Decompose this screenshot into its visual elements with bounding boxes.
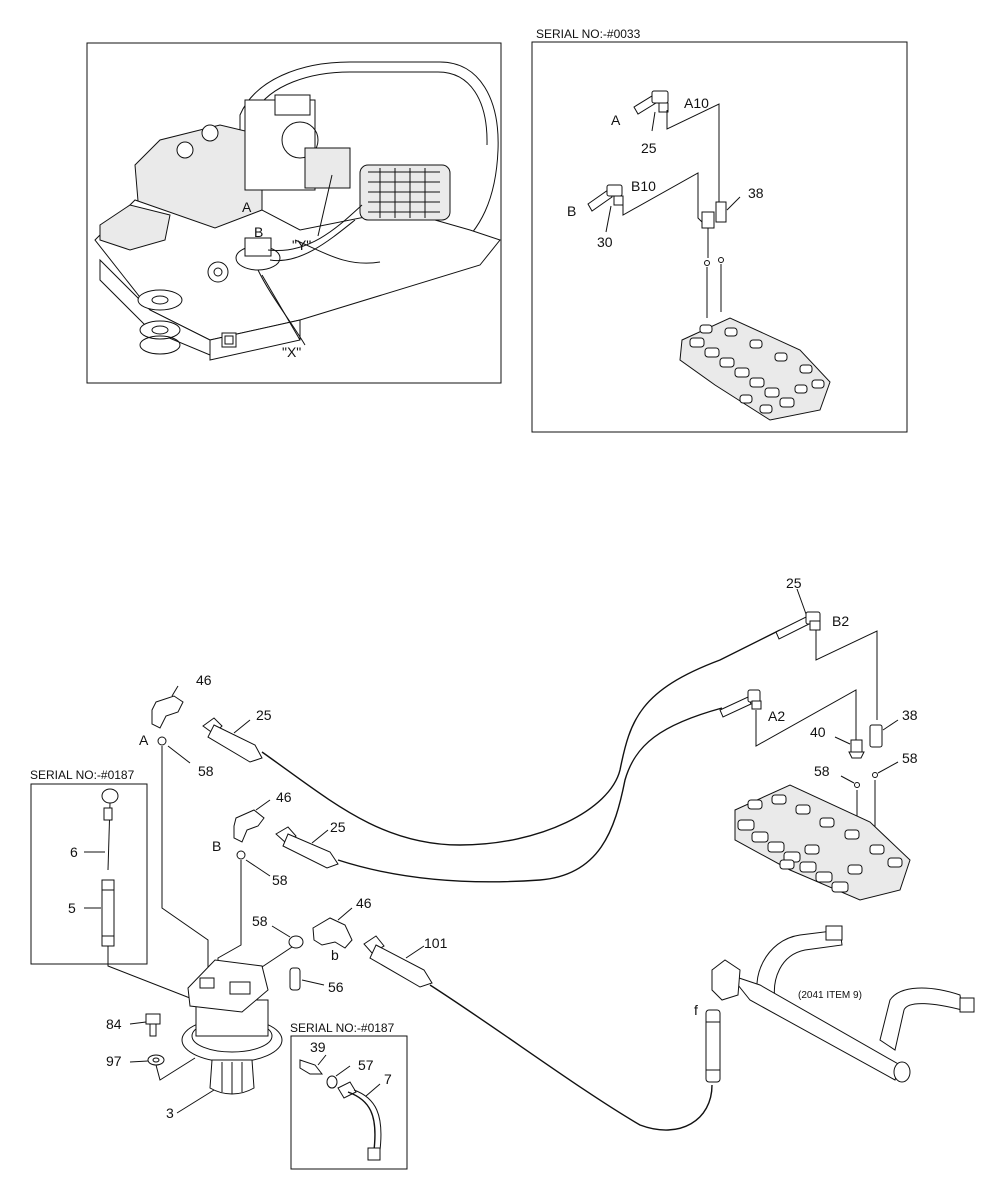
- overview-label-x: "X": [282, 344, 301, 360]
- label-6: 6: [70, 844, 78, 860]
- label-58-a: 58: [198, 763, 214, 779]
- label-7: 7: [384, 1071, 392, 1087]
- label-57: 57: [358, 1057, 374, 1073]
- label-97: 97: [106, 1053, 122, 1069]
- label-b2: B2: [832, 613, 849, 629]
- overview-label-a: A: [242, 199, 252, 215]
- label-ref-2041: (2041 ITEM 9): [798, 990, 862, 1001]
- label-5: 5: [68, 900, 76, 916]
- elbow-46-b: [233, 799, 271, 843]
- label-58-r1: 58: [814, 763, 830, 779]
- pipe-7: [337, 1081, 382, 1161]
- hose-b: [337, 707, 723, 883]
- inset-label-38: 38: [748, 185, 764, 201]
- pipe-5: [101, 879, 115, 947]
- label-101: 101: [424, 935, 448, 951]
- label-46-b: 46: [276, 789, 292, 805]
- swing-motor-3: [181, 959, 283, 1095]
- inset-label-30: 30: [597, 234, 613, 250]
- inset-label-a10: A10: [684, 95, 709, 111]
- label-56: 56: [328, 979, 344, 995]
- hose-a: [261, 629, 781, 846]
- inset-control-valve: [679, 317, 831, 421]
- label-58-r2: 58: [902, 750, 918, 766]
- fitting-38-main: [869, 719, 899, 748]
- label-3: 3: [166, 1105, 174, 1121]
- label-25-top: 25: [786, 575, 802, 591]
- label-38-main: 38: [902, 707, 918, 723]
- serial-top-label: SERIAL NO:-#0033: [536, 27, 641, 41]
- elbow-46-c: [312, 907, 353, 949]
- overview-label-y: "Y": [292, 237, 311, 253]
- serial-bottom-label: SERIAL NO:-#0187: [290, 1021, 395, 1035]
- overview-frame: [86, 42, 502, 384]
- hose-101: [429, 984, 713, 1131]
- serial-left-frame: [30, 783, 148, 965]
- machine-illustration: [94, 61, 501, 361]
- label-84: 84: [106, 1016, 122, 1032]
- inset-fitting-38: [701, 196, 741, 229]
- serial-bottom-frame: [290, 1035, 408, 1170]
- washer-97: [129, 1054, 165, 1066]
- bolt-84: [129, 1013, 161, 1037]
- overview-label-b: B: [254, 224, 263, 240]
- label-46-c: 46: [356, 895, 372, 911]
- label-f: f: [694, 1002, 698, 1018]
- inset-fitting-25: [633, 90, 669, 132]
- inset-label-b10: B10: [631, 178, 656, 194]
- label-46-a: 46: [196, 672, 212, 688]
- label-b-lower: b: [331, 947, 339, 963]
- hose-end-25-b: [275, 826, 339, 869]
- label-58-b: 58: [272, 872, 288, 888]
- hose-end-101: [363, 935, 433, 988]
- label-B: B: [212, 838, 221, 854]
- elbow-46-a: [151, 685, 184, 729]
- fitting-40: [834, 736, 865, 759]
- inset-label-b: B: [567, 203, 576, 219]
- label-a2: A2: [768, 708, 785, 724]
- label-58-c: 58: [252, 913, 268, 929]
- serial-left-label: SERIAL NO:-#0187: [30, 768, 135, 782]
- label-25-a: 25: [256, 707, 272, 723]
- inset-panel: SERIAL NO:-#0033 A 25 A10 B 30 B10: [531, 27, 908, 433]
- label-25-b: 25: [330, 819, 346, 835]
- label-40: 40: [810, 724, 826, 740]
- inset-label-25: 25: [641, 140, 657, 156]
- fitting-25-top: [775, 588, 821, 640]
- hose-end-25-a: [202, 717, 263, 763]
- inset-frame: [531, 41, 908, 433]
- fitting-a2: [719, 689, 762, 718]
- pipe-assembly: [705, 925, 975, 1083]
- inset-label-a: A: [611, 112, 621, 128]
- main-diagram: 25 B2 A2 38 40 58 58: [30, 575, 975, 1170]
- dipstick-6: [101, 788, 119, 871]
- label-A: A: [139, 732, 149, 748]
- o-ring-57: [326, 1075, 338, 1089]
- control-valve-main: [734, 784, 911, 901]
- inset-fitting-30: [587, 184, 624, 233]
- fitting-39: [299, 1059, 324, 1075]
- o-ring-58-c: [288, 935, 304, 949]
- label-39: 39: [310, 1039, 326, 1055]
- plug-56: [289, 967, 325, 991]
- overview-panel: A B "Y" "X": [86, 42, 502, 384]
